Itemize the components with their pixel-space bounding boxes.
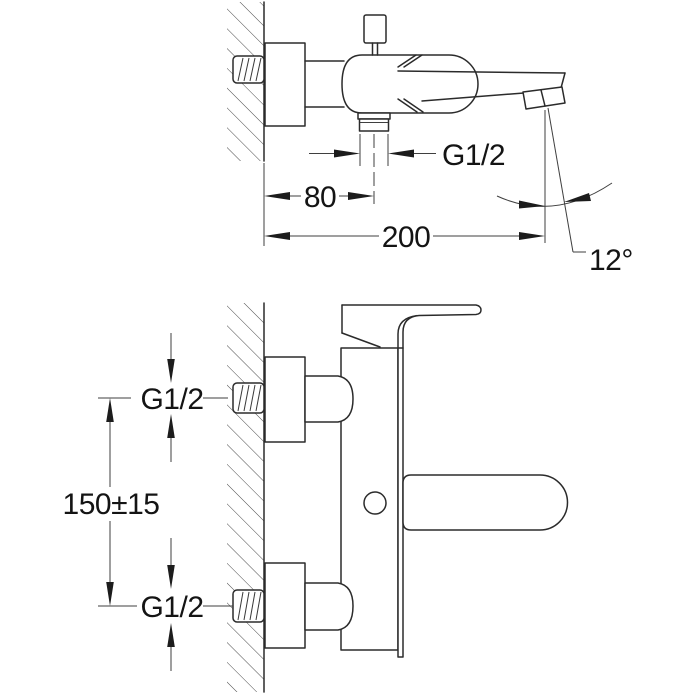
outlet-connector — [357, 112, 391, 132]
wall-hatch — [227, 303, 264, 692]
faucet-front-body — [232, 304, 569, 658]
spout-front — [402, 474, 569, 531]
wall-plate-bottom — [264, 562, 306, 649]
inlet-bottom — [232, 582, 354, 631]
wall-plate-top — [264, 356, 306, 443]
label-inlet-spacing: 150±15 — [63, 488, 160, 521]
inlet-top — [232, 375, 354, 423]
lever-handle — [341, 304, 482, 349]
body-screw — [363, 491, 387, 515]
dimension-200: 200 — [264, 221, 545, 254]
body-highlight-tick — [397, 54, 417, 68]
label-wall-to-spout: 200 — [382, 221, 431, 254]
dimension-80: 80 — [264, 181, 374, 214]
angle-arc — [496, 182, 613, 207]
dimension-inlet-spacing: 150±15 — [63, 398, 160, 606]
dimension-angle-12deg: 12° — [496, 107, 633, 277]
body-highlight-tick — [397, 98, 418, 113]
label-top-inlet-thread: G1/2 — [140, 383, 203, 416]
dimension-outlet-thread: G1/2 — [309, 134, 506, 204]
dimension-bottom-inlet-thread: G1/2 — [98, 538, 233, 671]
label-outlet-thread: G1/2 — [442, 139, 505, 172]
handle-knob — [363, 14, 387, 56]
label-spout-angle: 12° — [589, 244, 633, 277]
mixer-body-barrel — [341, 54, 479, 114]
front-view: G1/2 150±15 G1/2 — [63, 302, 569, 693]
wall-plate — [264, 42, 306, 127]
side-view: G1/2 80 200 12° — [227, 1, 633, 277]
body-highlight-tick — [403, 54, 423, 68]
spout-side — [397, 70, 566, 110]
spout-outlet-nozzle — [522, 86, 566, 110]
label-bottom-inlet-thread: G1/2 — [140, 591, 203, 624]
faucet-side-body — [232, 14, 566, 132]
dimension-top-inlet-thread: G1/2 — [98, 333, 228, 462]
wall-section-side — [227, 1, 265, 246]
body-highlight-tick — [403, 98, 424, 113]
wall-section-front — [227, 302, 265, 693]
inlet-nut — [232, 55, 265, 84]
label-wall-to-outlet: 80 — [304, 181, 336, 214]
